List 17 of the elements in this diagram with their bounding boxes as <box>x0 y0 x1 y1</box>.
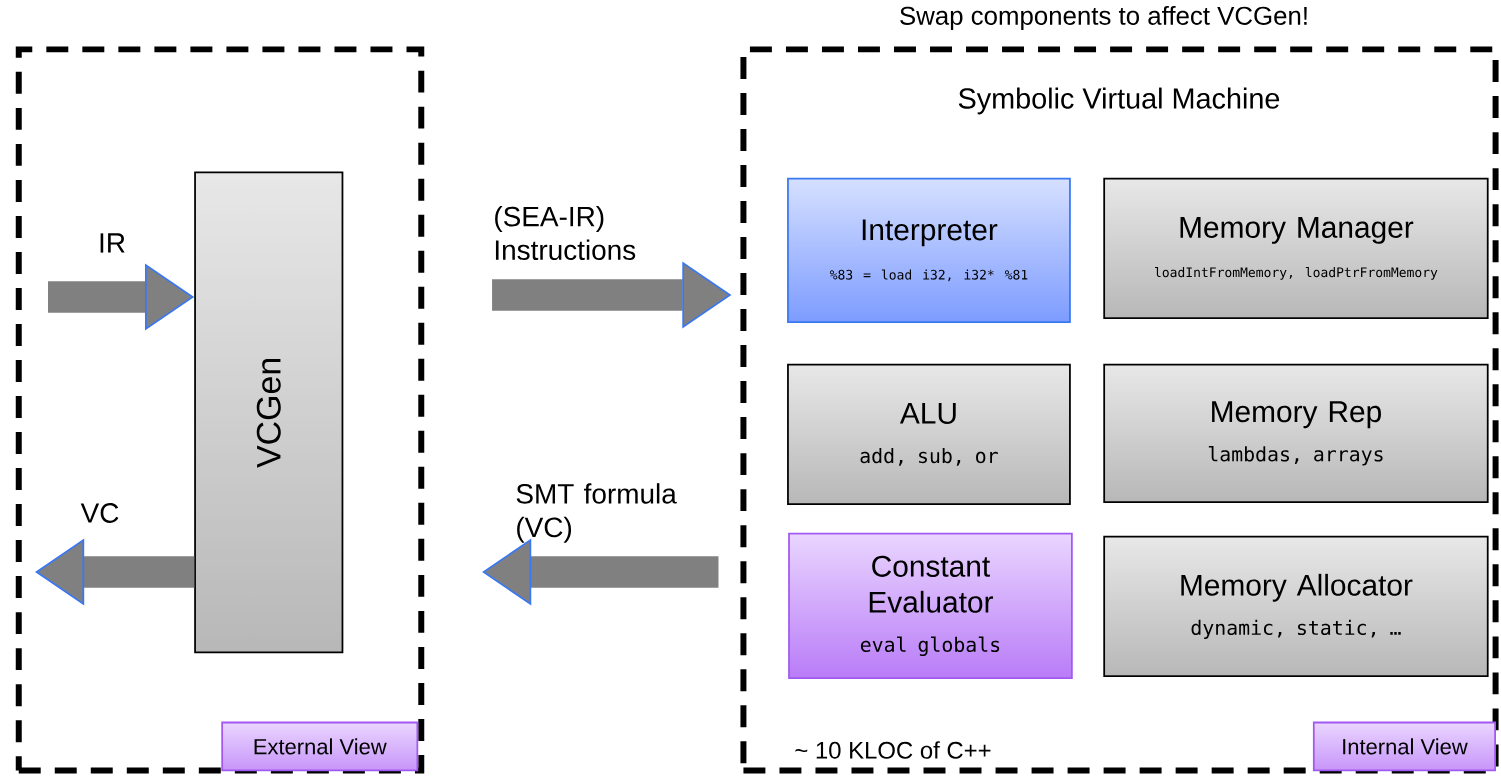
edge-label: VC <box>80 503 119 523</box>
component-box: VCGen <box>194 171 344 654</box>
frame-heading: Symbolic Virtual Machine <box>958 87 1280 115</box>
view-tag: External View <box>221 721 419 772</box>
component-box: ALU add, sub, or <box>787 363 1071 506</box>
component-box: Memory Allocator dynamic, static, … <box>1103 535 1489 677</box>
dashed-frame <box>15 46 425 774</box>
edge-label: (SEA-IR) Instructions <box>495 205 636 261</box>
component-box: Memory Rep lambdas, arrays <box>1103 363 1489 503</box>
component-box: Memory Manager loadIntFromMemory, loadPtrFromMemory <box>1103 177 1489 319</box>
component-box: Interpreter %83 = load i32, i32* %81 <box>787 177 1071 323</box>
edge-label: IR <box>100 233 125 253</box>
component-box: Constant Evaluator eval globals <box>788 532 1073 679</box>
edge-label: SMT formula (VC) <box>516 483 677 543</box>
view-tag: Internal View <box>1312 721 1496 772</box>
heading: Swap components to affect VCGen! <box>900 6 1307 30</box>
note: ~ 10 KLOC of C++ <box>795 741 991 759</box>
